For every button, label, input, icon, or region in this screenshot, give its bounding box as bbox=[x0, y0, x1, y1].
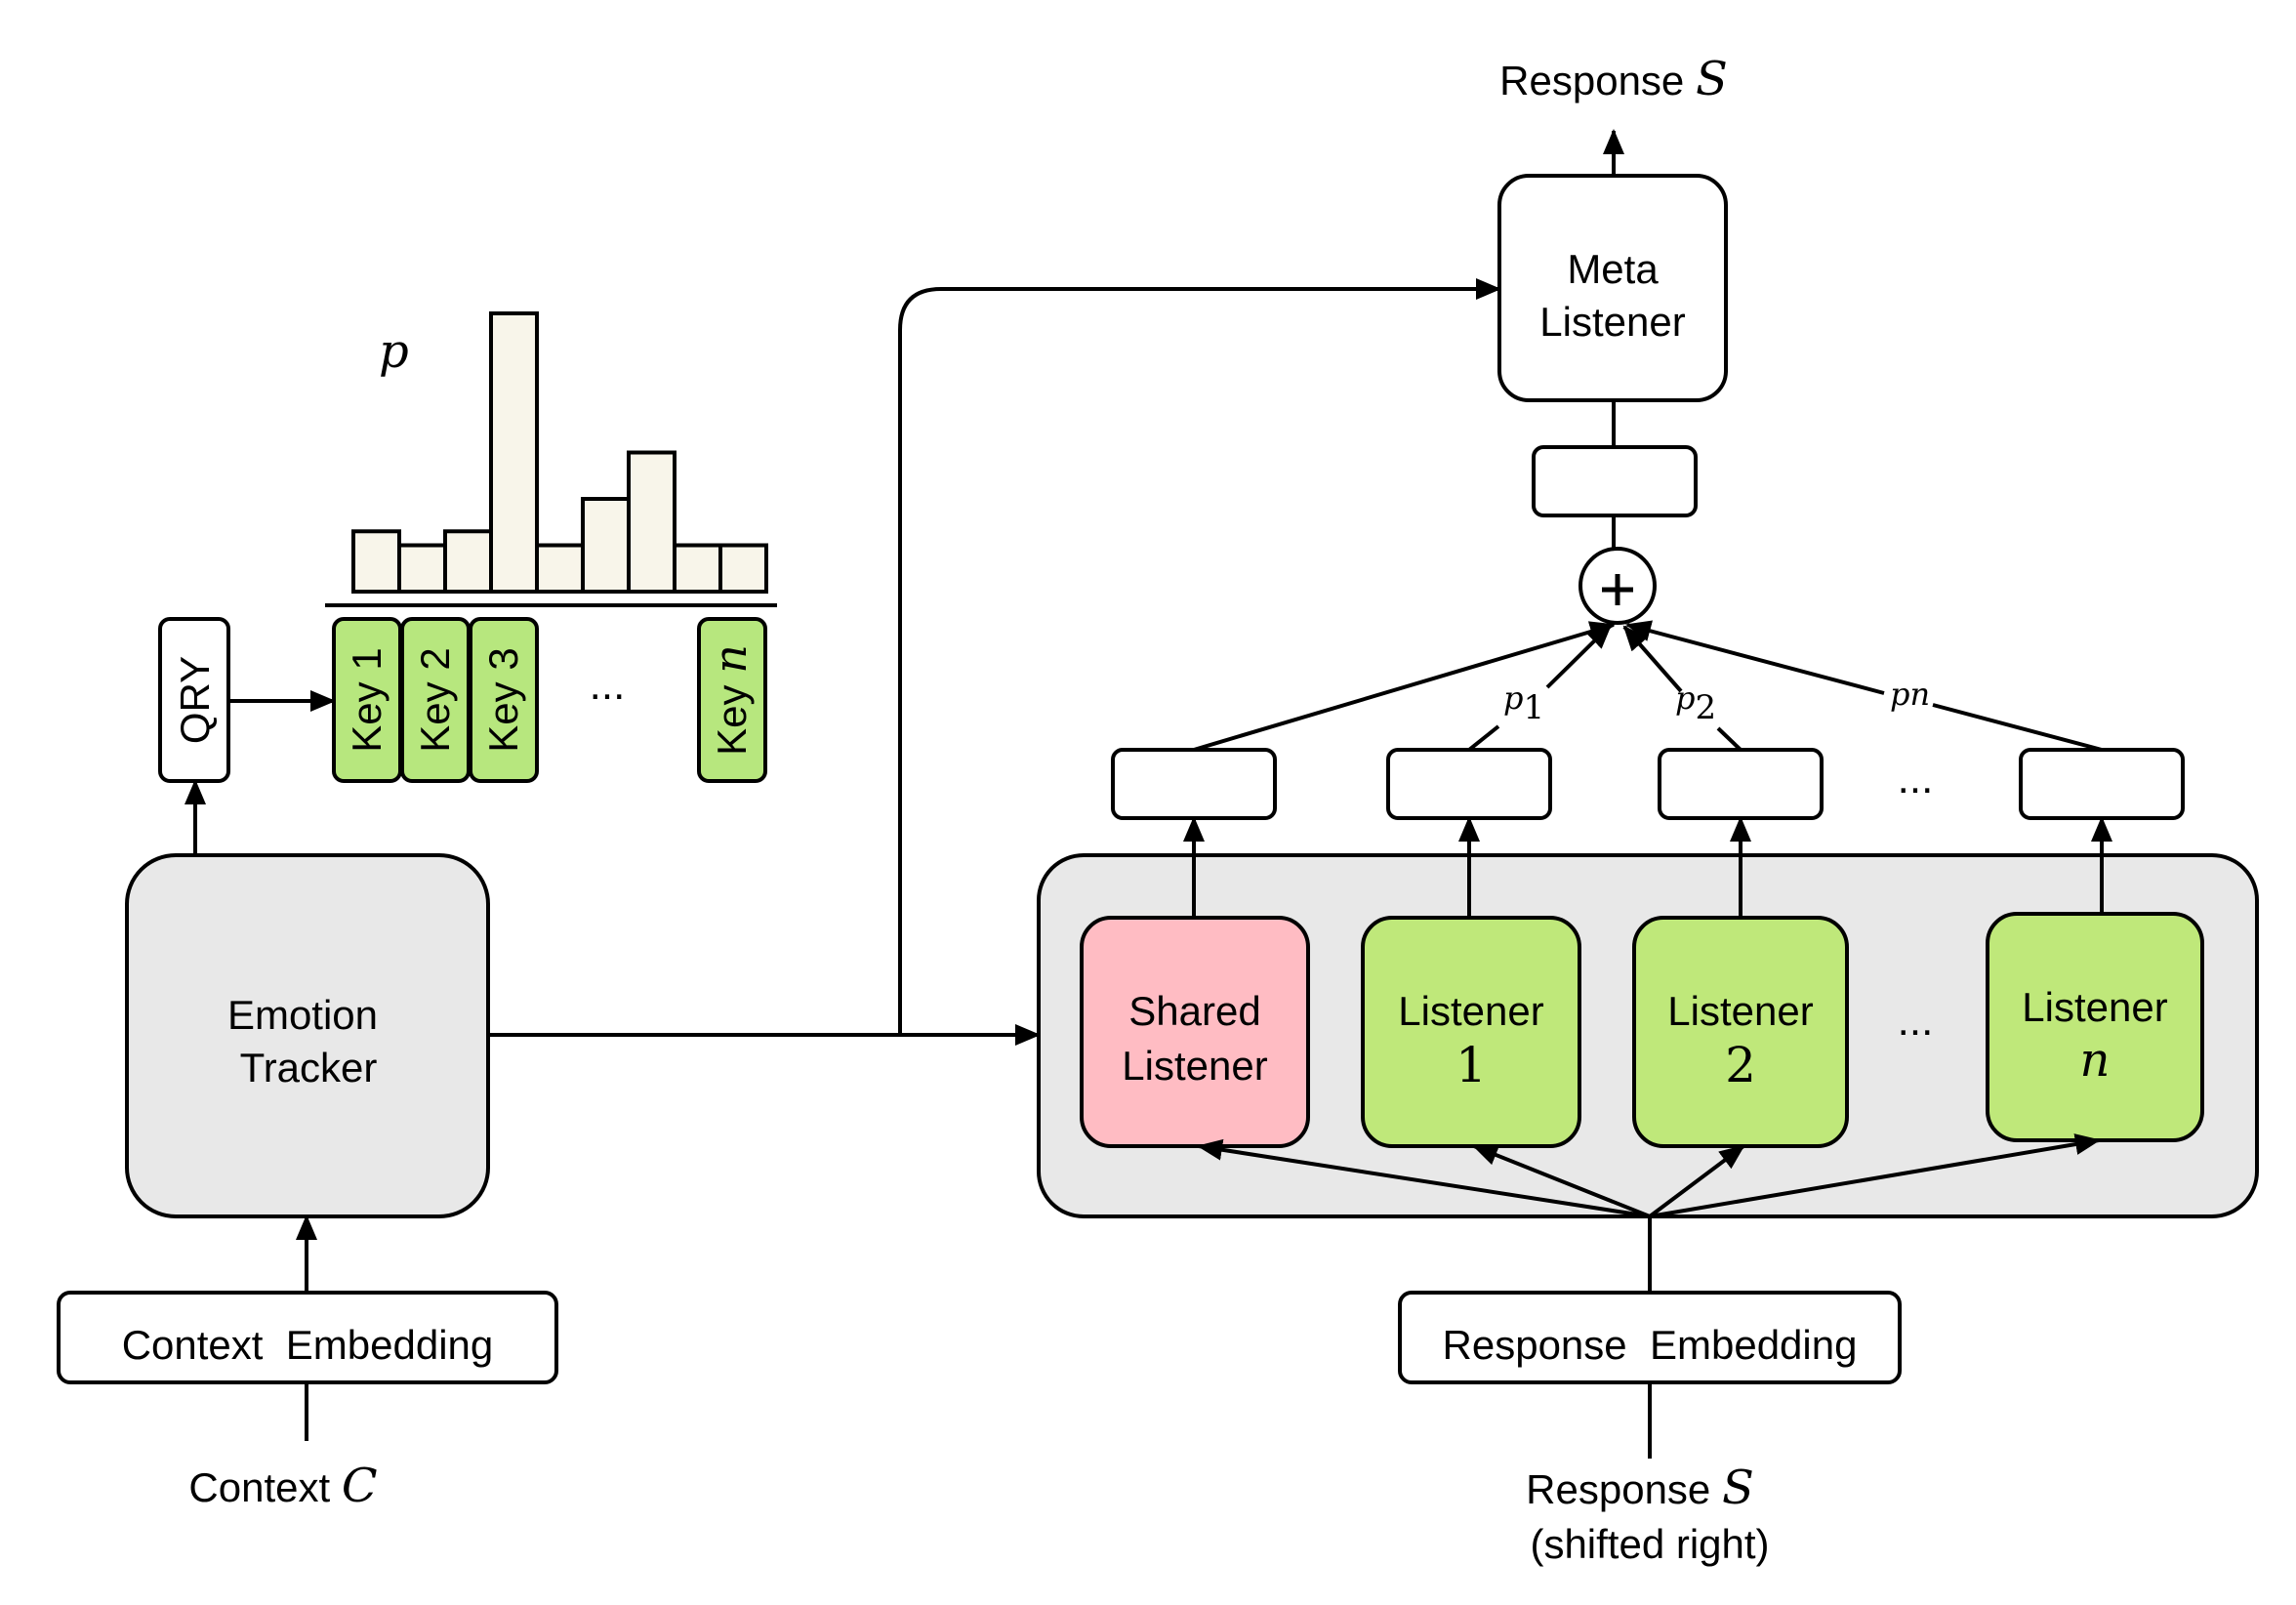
shared-output-box bbox=[1111, 748, 1277, 820]
listener-2-label-line2: 2 bbox=[1725, 1037, 1756, 1093]
listener-n-to-sum-arrow-head bbox=[1625, 620, 1885, 695]
emotion-tracker-label-line1: Emotion bbox=[227, 992, 378, 1038]
emotion-tracker-label-line2: Tracker bbox=[240, 1045, 378, 1091]
response-embedding-label: Response Embedding bbox=[1443, 1322, 1858, 1368]
histogram-bar bbox=[351, 529, 401, 594]
listener-2-to-sum-arrow bbox=[1716, 726, 1742, 752]
histogram-bar bbox=[627, 450, 676, 594]
listener-n-to-sum-arrow bbox=[1932, 703, 2103, 752]
weight-p2-label: p2 bbox=[1675, 679, 1716, 727]
keys-ellipsis: ... bbox=[590, 661, 626, 709]
listener-1-to-sum-arrow-head bbox=[1545, 623, 1613, 689]
key-n: Key n bbox=[697, 617, 767, 783]
weight-p1-label: p1 bbox=[1503, 679, 1544, 727]
key-1-label: Key 1 bbox=[344, 647, 390, 752]
response-input-label-line1: Response S bbox=[1526, 1461, 1754, 1515]
meta-listener-label-line1: Meta bbox=[1567, 246, 1659, 292]
fan-to-listener-1-arrow bbox=[1472, 1144, 1651, 1218]
listener-1-label-line2: 1 bbox=[1456, 1037, 1487, 1093]
context-input-label: Context C bbox=[188, 1459, 377, 1513]
listeners-ellipsis: ... bbox=[1898, 997, 1934, 1045]
listener-2-label-line1: Listener bbox=[1667, 988, 1813, 1034]
listener-2-output-box bbox=[1658, 748, 1824, 820]
outputs-ellipsis: ... bbox=[1898, 755, 1934, 802]
listener-1-to-sum-arrow bbox=[1467, 724, 1500, 752]
key-1: Key 1 bbox=[332, 617, 402, 783]
fan-to-shared-arrow bbox=[1197, 1138, 1651, 1218]
context-embedding-label: Context Embedding bbox=[122, 1322, 494, 1368]
shared-listener-label-line1: Shared bbox=[1128, 988, 1260, 1034]
fan-to-listener-2-arrow bbox=[1648, 1144, 1745, 1218]
shared-listener-label-line2: Listener bbox=[1122, 1043, 1267, 1089]
listener-n-label-line2: n bbox=[2080, 1033, 2111, 1088]
combined-vector-box bbox=[1532, 445, 1698, 517]
listener-1-output-box bbox=[1386, 748, 1552, 820]
key-2-label: Key 2 bbox=[412, 647, 458, 752]
tracker-to-meta-arrow bbox=[898, 278, 1501, 1035]
weight-pn-label: pn bbox=[1890, 676, 1930, 713]
histogram-bar bbox=[718, 543, 768, 594]
histogram-bar bbox=[581, 497, 631, 594]
query-label: QRY bbox=[172, 656, 218, 744]
fan-to-listener-n-arrow bbox=[1649, 1133, 2101, 1218]
listener-1-label-line1: Listener bbox=[1398, 988, 1543, 1034]
key-3: Key 3 bbox=[469, 617, 539, 783]
key-n-label: Key n bbox=[704, 644, 757, 756]
histogram-bar bbox=[535, 543, 585, 594]
histogram-bar bbox=[443, 529, 493, 594]
response-input-label-line2: (shifted right) bbox=[1530, 1521, 1769, 1567]
meta-listener-label-line2: Listener bbox=[1539, 299, 1685, 345]
key-3-label: Key 3 bbox=[480, 647, 526, 752]
listener-n: Listener n bbox=[1986, 912, 2204, 1142]
listener-1: Listener 1 bbox=[1361, 916, 1581, 1148]
output-response-label: Response S bbox=[1499, 52, 1728, 106]
shared-listener: Shared Listener bbox=[1080, 916, 1310, 1148]
histogram-bar bbox=[397, 543, 447, 594]
distribution-p-label: p bbox=[379, 324, 409, 379]
shared-to-sum-arrow bbox=[1193, 621, 1616, 752]
key-2: Key 2 bbox=[400, 617, 471, 783]
attention-histogram bbox=[351, 311, 768, 594]
histogram-bar bbox=[489, 311, 539, 594]
histogram-bar bbox=[673, 543, 722, 594]
listener-2: Listener 2 bbox=[1632, 916, 1849, 1148]
listener-n-label-line1: Listener bbox=[2022, 984, 2167, 1030]
listener-n-output-box bbox=[2019, 748, 2185, 820]
